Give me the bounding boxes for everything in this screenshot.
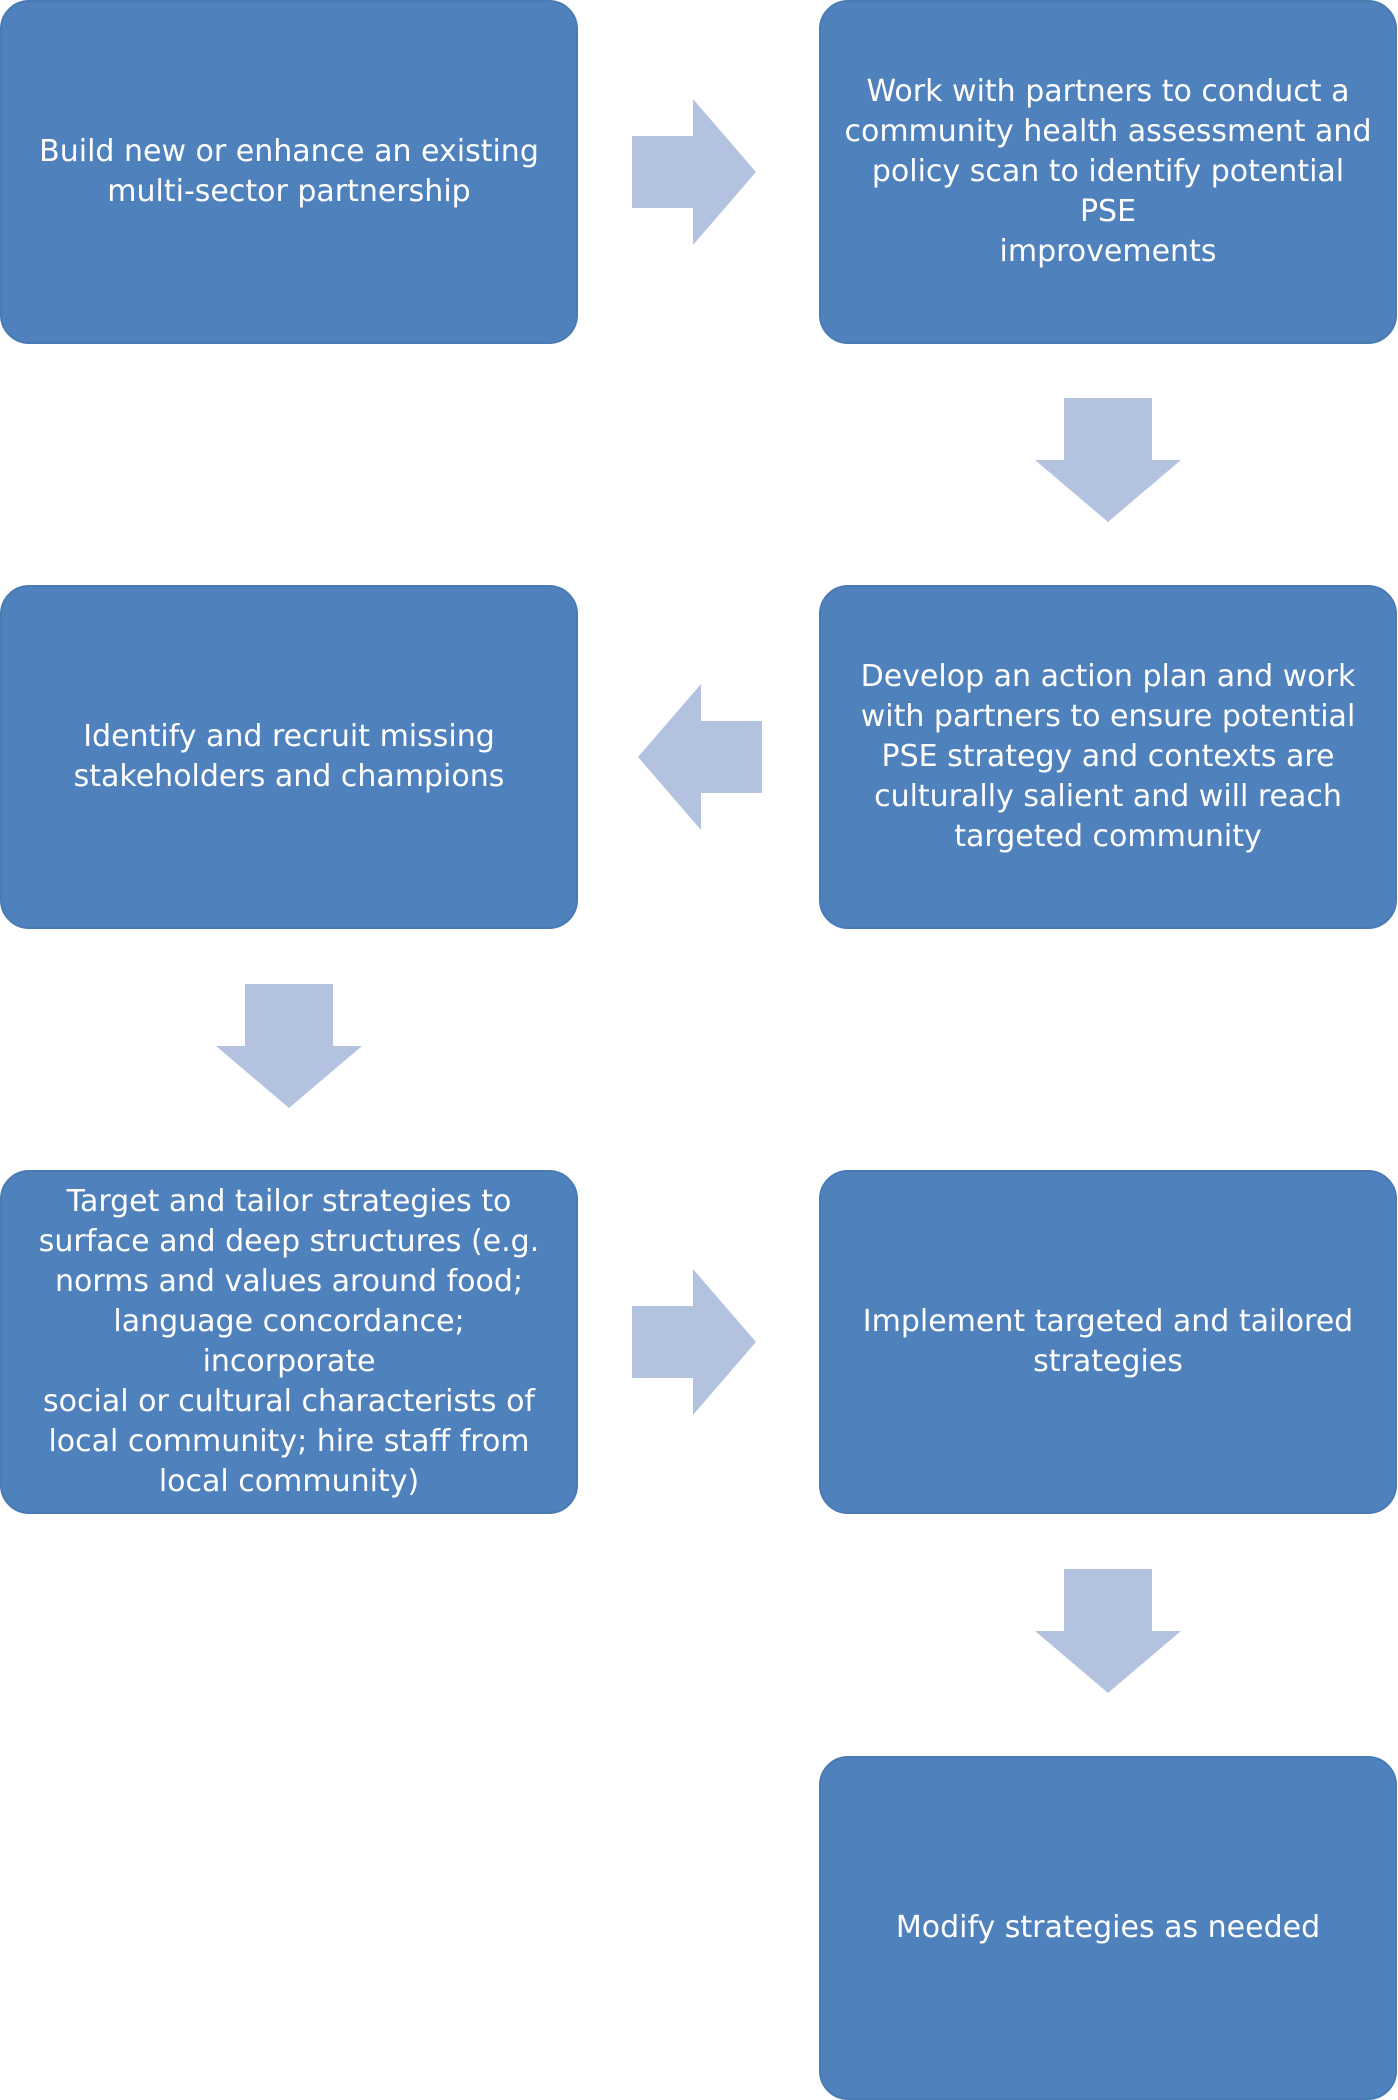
step-text: Build new or enhance an existing multi-s… — [39, 134, 539, 209]
step-box-recruit-stakeholders: Identify and recruit missing stakeholder… — [0, 585, 578, 929]
step-box-action-plan: Develop an action plan and work with par… — [819, 585, 1397, 929]
step-text: Implement targeted and tailored strategi… — [862, 1304, 1354, 1379]
arrow-right-icon — [632, 1269, 756, 1415]
step-box-modify: Modify strategies as needed — [819, 1756, 1397, 2100]
step-text: Target and tailor strategies to surface … — [38, 1184, 540, 1499]
step-box-build-partnership: Build new or enhance an existing multi-s… — [0, 0, 578, 344]
arrow-down-icon — [1035, 1569, 1181, 1693]
step-text: Identify and recruit missing stakeholder… — [73, 719, 505, 794]
step-text: Develop an action plan and work with par… — [860, 659, 1356, 854]
step-box-target-tailor: Target and tailor strategies to surface … — [0, 1170, 578, 1514]
arrow-down-icon — [1035, 398, 1181, 522]
step-text: Modify strategies as needed — [895, 1910, 1321, 1945]
arrow-right-icon — [632, 99, 756, 245]
arrow-down-icon — [216, 984, 362, 1108]
arrow-left-icon — [638, 684, 762, 830]
step-text: Work with partners to conduct a communit… — [844, 74, 1372, 269]
step-box-health-assessment: Work with partners to conduct a communit… — [819, 0, 1397, 344]
step-box-implement: Implement targeted and tailored strategi… — [819, 1170, 1397, 1514]
